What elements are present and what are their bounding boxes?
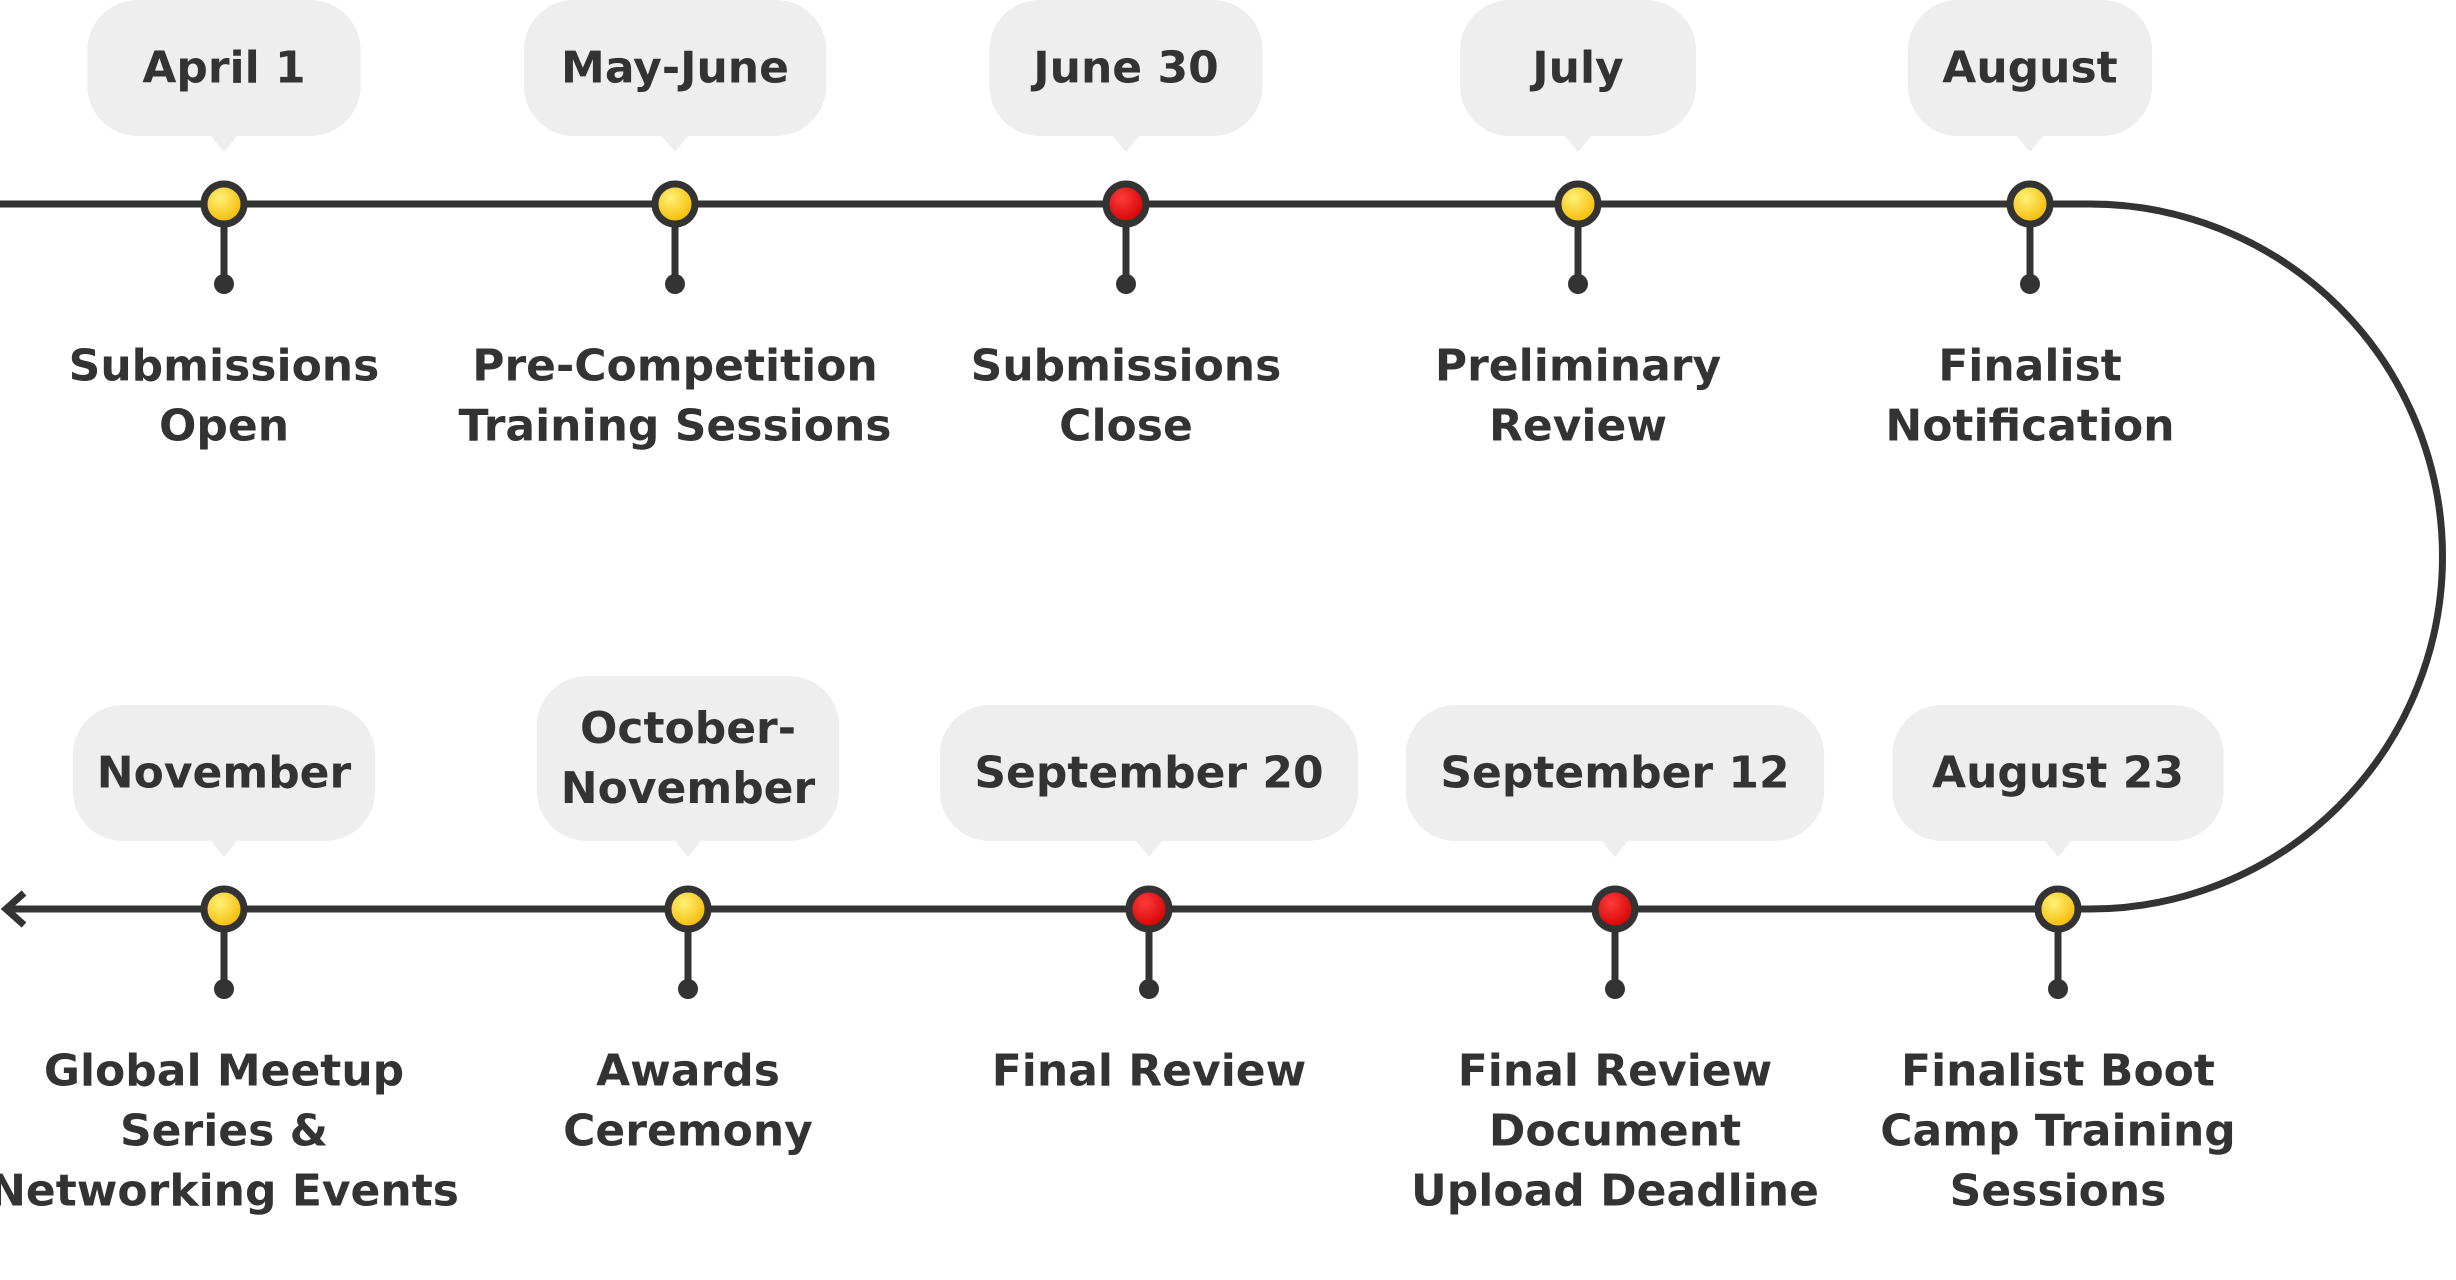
- milestone-label: Close: [1059, 401, 1193, 452]
- milestone-label: Global Meetup: [44, 1046, 404, 1097]
- milestone-label: Pre-Competition: [472, 341, 878, 392]
- deadline-marker: [1591, 885, 1639, 933]
- milestone-date: August 23: [1932, 748, 2184, 799]
- date-bubble-pointer: [1135, 840, 1163, 857]
- date-bubble: [1405, 705, 1825, 841]
- milestone-date: April 1: [142, 43, 305, 94]
- milestone-date: May-June: [561, 43, 789, 94]
- milestone-date: November: [97, 748, 352, 799]
- milestone-stem-dot: [1568, 274, 1588, 294]
- date-bubble: [939, 705, 1359, 841]
- milestone-stem-dot: [2020, 274, 2040, 294]
- milestone-label: Finalist: [1938, 341, 2122, 392]
- milestone-stem-dot: [665, 274, 685, 294]
- milestone-stem-dot: [678, 979, 698, 999]
- milestone-label: Camp Training: [1880, 1106, 2236, 1157]
- milestone-label: Finalist Boot: [1901, 1046, 2215, 1097]
- date-bubble: [87, 0, 361, 136]
- date-bubble: [536, 676, 840, 841]
- date-bubble-pointer: [661, 135, 689, 152]
- deadline-marker: [1125, 885, 1173, 933]
- milestone-marker: [1554, 180, 1602, 228]
- milestone: September 20 Final Review: [939, 705, 1359, 1097]
- timeline-arrow-icon: [0, 890, 27, 928]
- timeline-path: [0, 200, 2446, 913]
- date-bubble-pointer: [210, 840, 238, 857]
- milestone-label: Notification: [1885, 401, 2174, 452]
- milestone-marker: [2006, 180, 2054, 228]
- date-bubble-pointer: [1112, 135, 1140, 152]
- milestone-label: Training Sessions: [459, 401, 892, 452]
- milestone-date: September 20: [974, 748, 1323, 799]
- milestone-stem-dot: [1605, 979, 1625, 999]
- milestone-label: Awards: [596, 1046, 780, 1097]
- milestone-stem-dot: [214, 274, 234, 294]
- date-bubble: [1460, 0, 1696, 136]
- milestone-label: Series &: [120, 1106, 328, 1157]
- milestone-label: Open: [159, 401, 289, 452]
- milestone-stem-dot: [214, 979, 234, 999]
- milestone-label: Review: [1489, 401, 1667, 452]
- milestone-stem-dot: [1116, 274, 1136, 294]
- milestone-label: Upload Deadline: [1411, 1166, 1819, 1217]
- milestone-stem-dot: [1139, 979, 1159, 999]
- milestone-label: Submissions: [69, 341, 380, 392]
- milestone-marker: [2034, 885, 2082, 933]
- date-bubble-pointer: [210, 135, 238, 152]
- date-bubble-pointer: [1601, 840, 1629, 857]
- date-bubble: [1892, 705, 2224, 841]
- date-bubble-pointer: [2016, 135, 2044, 152]
- milestone-date: November: [561, 763, 816, 814]
- milestone-marker: [200, 180, 248, 228]
- date-bubble-pointer: [674, 840, 702, 857]
- milestone-date: June 30: [1030, 43, 1218, 94]
- milestone-date: July: [1529, 43, 1623, 94]
- milestone-label: Ceremony: [563, 1106, 813, 1157]
- milestone-date: October-: [580, 703, 796, 754]
- milestone-label: Final Review: [1458, 1046, 1773, 1097]
- deadline-marker: [1102, 180, 1150, 228]
- date-bubble-pointer: [2044, 840, 2072, 857]
- date-bubble: [72, 705, 376, 841]
- milestone-label: Networking Events: [0, 1166, 459, 1217]
- milestone-marker: [664, 885, 712, 933]
- milestone-label: Sessions: [1950, 1166, 2167, 1217]
- milestone-label: Submissions: [971, 341, 1282, 392]
- milestone-marker: [200, 885, 248, 933]
- date-bubble: [523, 0, 827, 136]
- milestone-label: Final Review: [992, 1046, 1307, 1097]
- milestone-date: September 12: [1440, 748, 1789, 799]
- date-bubble-pointer: [1564, 135, 1592, 152]
- date-bubble: [989, 0, 1263, 136]
- milestone-marker: [651, 180, 699, 228]
- milestone-label: Preliminary: [1435, 341, 1721, 392]
- date-bubble: [1907, 0, 2153, 136]
- milestone-stem-dot: [2048, 979, 2068, 999]
- milestone-date: August: [1942, 43, 2117, 94]
- milestone-label: Document: [1489, 1106, 1741, 1157]
